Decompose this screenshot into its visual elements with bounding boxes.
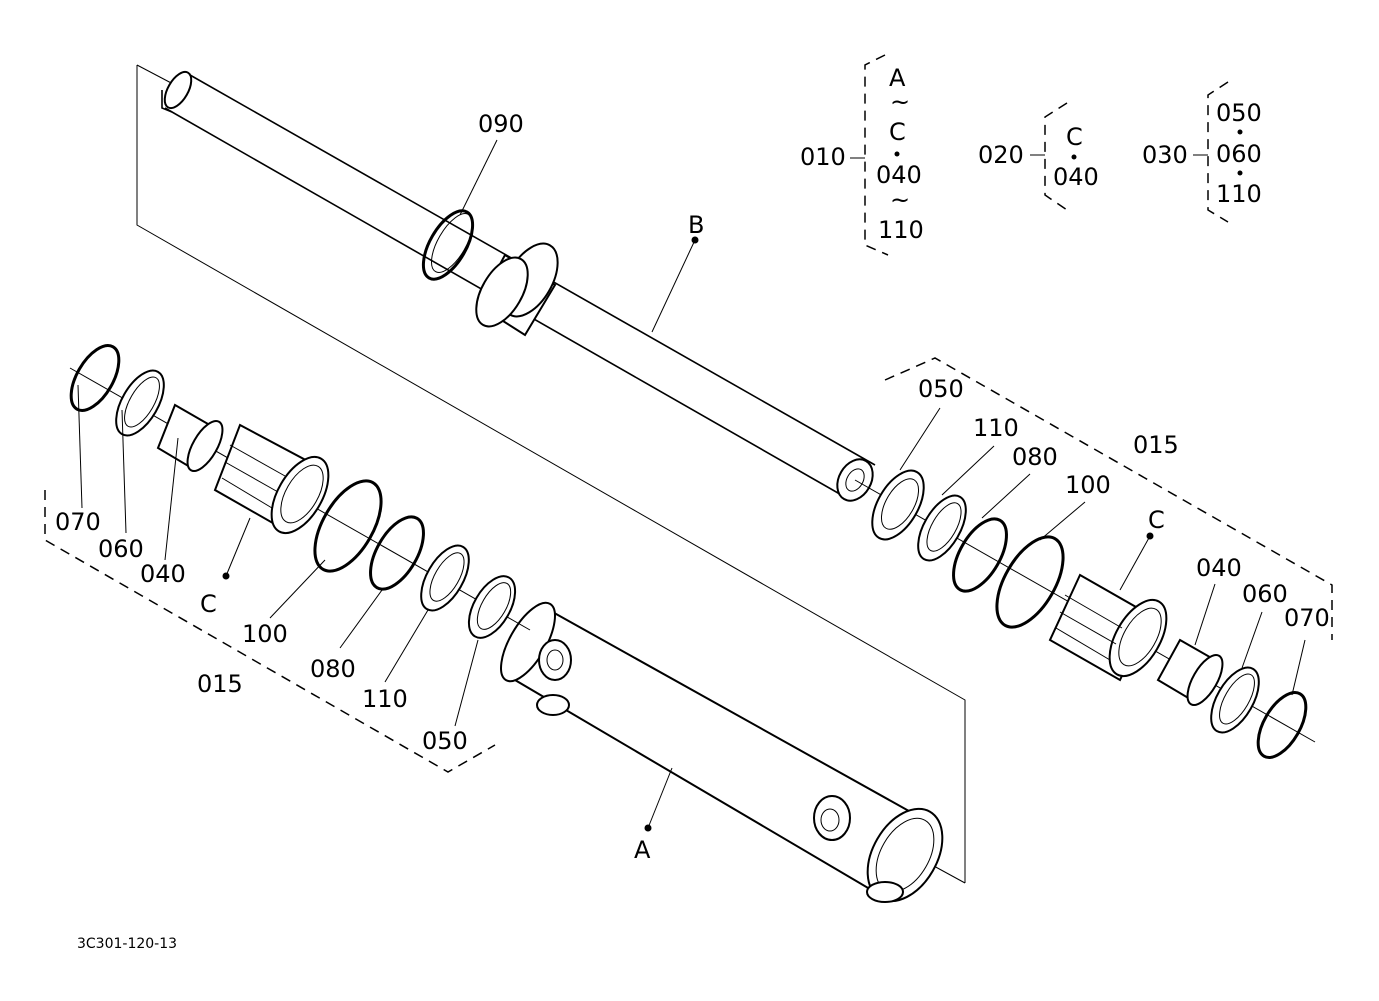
label-left-015: 015 — [197, 670, 243, 698]
label-right-080: 080 — [1012, 443, 1058, 471]
legend-010-l4: 110 — [878, 216, 924, 244]
label-left-040: 040 — [140, 560, 186, 588]
legend-030-l2: 060 — [1216, 140, 1262, 168]
leader-lines — [77, 139, 1306, 832]
left-backup-ring-110[interactable] — [411, 538, 478, 618]
right-seal-050[interactable] — [862, 462, 935, 548]
legend-010-l2: C — [889, 118, 906, 146]
label-left-060: 060 — [98, 535, 144, 563]
part-labels: 090 B A 070 060 040 C 100 080 015 110 05… — [55, 110, 1330, 864]
label-left-050: 050 — [422, 727, 468, 755]
legend-020-id: 020 — [978, 141, 1024, 169]
right-snap-ring-070[interactable] — [1248, 685, 1315, 765]
label-right-040: 040 — [1196, 554, 1242, 582]
legend-020-l2: 040 — [1053, 163, 1099, 191]
figure-code: 3C301-120-13 — [77, 936, 177, 952]
label-left-070: 070 — [55, 508, 101, 536]
label-right-060: 060 — [1242, 580, 1288, 608]
label-right-050: 050 — [918, 375, 964, 403]
left-o-ring-080[interactable] — [360, 508, 435, 597]
legend-020-l1: C — [1066, 123, 1083, 151]
label-right-100: 100 — [1065, 471, 1111, 499]
label-left-080: 080 — [310, 655, 356, 683]
label-right-070: 070 — [1284, 604, 1330, 632]
legend-010-s1: ~ — [890, 88, 910, 116]
label-090: 090 — [478, 110, 524, 138]
legend-030-l1: 050 — [1216, 99, 1262, 127]
legend-030-l3: 110 — [1216, 180, 1262, 208]
label-right-C: C — [1148, 506, 1165, 534]
label-left-110: 110 — [362, 685, 408, 713]
right-backup-ring-060[interactable] — [1201, 660, 1268, 740]
legend-030: 030 050 060 110 — [1142, 81, 1262, 223]
right-bushing-040[interactable] — [1156, 638, 1229, 710]
wear-ring-090[interactable] — [413, 203, 482, 287]
left-backup-ring-060[interactable] — [106, 363, 173, 443]
legend-010-id: 010 — [800, 143, 846, 171]
label-left-C: C — [200, 590, 217, 618]
legend-010-s2: ~ — [890, 186, 910, 214]
right-backup-ring-110[interactable] — [908, 488, 975, 568]
left-bushing-040[interactable] — [156, 403, 229, 476]
right-gland-C[interactable] — [1048, 573, 1178, 685]
left-snap-ring-070[interactable] — [61, 338, 128, 418]
legend-010-l1: A — [889, 64, 906, 92]
legend-010: 010 A ~ C 040 ~ 110 — [800, 54, 924, 256]
cylinder-barrel[interactable] — [490, 595, 957, 914]
rod-piston-collar[interactable] — [466, 234, 569, 337]
label-B: B — [688, 211, 704, 239]
label-right-015: 015 — [1133, 431, 1179, 459]
legend-020: 020 C 040 — [978, 102, 1099, 211]
legend-030-id: 030 — [1142, 141, 1188, 169]
legend-010-l3: 040 — [876, 161, 922, 189]
right-o-ring-100[interactable] — [983, 526, 1076, 638]
left-seal-050[interactable] — [459, 569, 524, 646]
right-o-ring-080[interactable] — [943, 510, 1018, 599]
left-gland-C[interactable] — [213, 423, 340, 542]
label-left-100: 100 — [242, 620, 288, 648]
label-A: A — [634, 836, 651, 864]
label-right-110: 110 — [973, 414, 1019, 442]
left-o-ring-100[interactable] — [301, 470, 394, 582]
